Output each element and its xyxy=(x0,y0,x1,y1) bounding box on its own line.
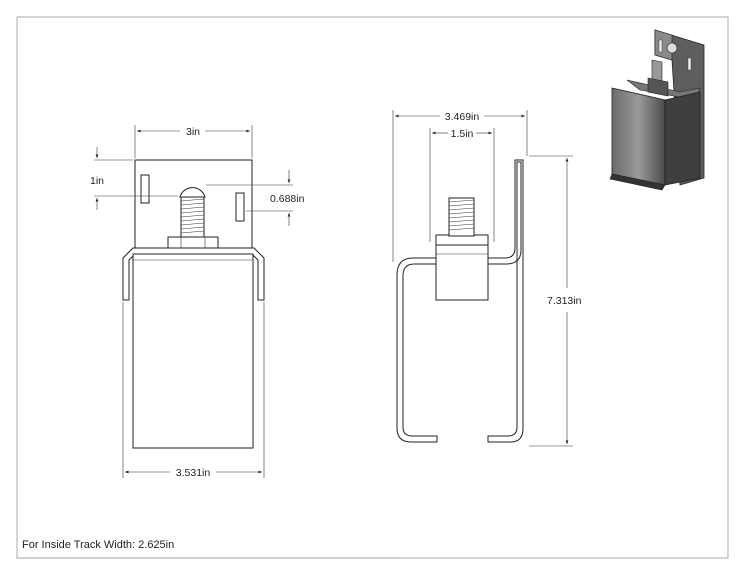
svg-text:0.688in: 0.688in xyxy=(270,193,305,205)
front-view xyxy=(122,159,265,449)
side-dim-15in: 1.5in xyxy=(429,128,495,242)
side-bracket-profile xyxy=(396,257,438,443)
side-dim-3469in: 3.469in xyxy=(392,110,528,262)
svg-text:1in: 1in xyxy=(90,175,104,187)
front-dim-1in: 1in xyxy=(90,147,178,210)
front-dim-3in: 3in xyxy=(134,125,253,158)
front-nut xyxy=(167,236,219,249)
side-view xyxy=(396,159,524,443)
svg-text:3.531in: 3.531in xyxy=(176,467,211,479)
front-bracket xyxy=(122,247,265,301)
side-bolt xyxy=(448,197,475,237)
side-nut-block xyxy=(435,243,489,301)
front-dim-3531in: 3.531in xyxy=(122,302,265,479)
svg-text:7.313in: 7.313in xyxy=(547,295,582,307)
left-slot xyxy=(140,174,150,204)
svg-text:3.469in: 3.469in xyxy=(445,111,480,123)
svg-text:3in: 3in xyxy=(186,126,200,138)
front-hanger-body xyxy=(132,253,254,449)
isometric-render xyxy=(609,29,705,191)
track-width-note: For Inside Track Width: 2.625in xyxy=(22,539,175,551)
right-slot xyxy=(235,192,245,222)
front-dim-0688in: 0.688in xyxy=(206,170,305,226)
side-dim-7313in: 7.313in xyxy=(529,155,582,447)
front-bolt xyxy=(179,187,206,238)
svg-text:1.5in: 1.5in xyxy=(451,128,474,140)
